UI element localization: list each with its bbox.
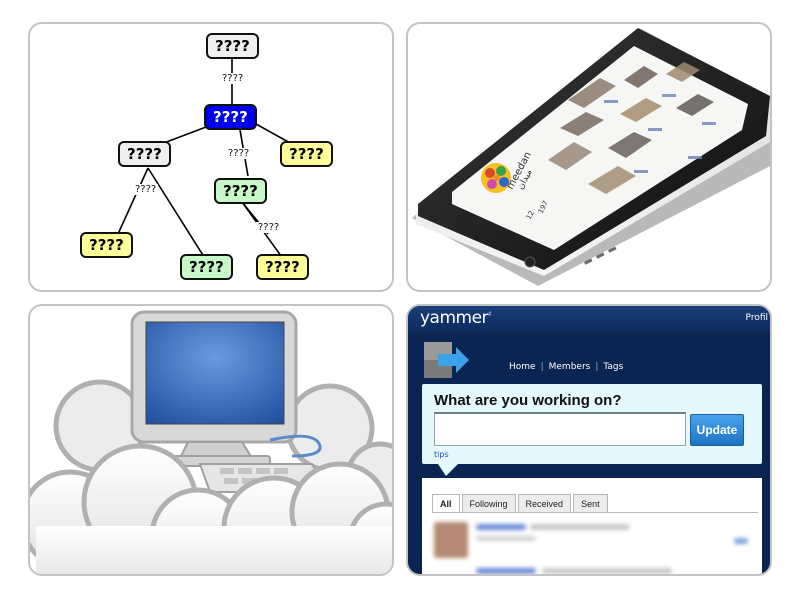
- status-box: What are you working on? Update tips: [422, 384, 762, 464]
- tab-divider: [432, 512, 758, 513]
- tab-sent[interactable]: Sent: [573, 494, 608, 513]
- tree-edges: [117, 54, 293, 261]
- bottom-left-yellow-node: ????: [80, 232, 133, 258]
- home-button-icon: [524, 256, 536, 268]
- yammer-header: yammer♯ Profil: [408, 306, 770, 332]
- edge-blue-yellow: [255, 123, 293, 145]
- left-node: ????: [118, 141, 171, 167]
- tablet-panel: meedan ميدان 12 197: [406, 22, 772, 292]
- arrow-right-icon: [424, 342, 469, 378]
- edge-label-root: ????: [220, 73, 246, 84]
- tablet-stat-1: 12: [525, 209, 536, 221]
- edge-label-green: ????: [256, 222, 282, 233]
- cloud-computer-icon: [30, 310, 392, 574]
- cloud-computer-panel: [28, 304, 394, 576]
- tree-diagram-panel: ???? ???? ???? ???? ???? ???? ???? ???? …: [28, 22, 394, 292]
- nav-home[interactable]: Home: [509, 362, 536, 372]
- monitor-icon: [130, 310, 298, 467]
- tab-following[interactable]: Following: [461, 494, 516, 513]
- edge-label-left: ????: [133, 184, 159, 195]
- blurred-meta: [476, 536, 536, 541]
- yammer-panel: yammer♯ Profil Home|Members|Tags What ar…: [406, 304, 772, 576]
- bottom-green-node: ????: [180, 254, 233, 280]
- feed-tabs: All Following Received Sent: [432, 494, 610, 513]
- blurred-username: [476, 524, 526, 530]
- blue-node: ????: [204, 104, 257, 130]
- profile-link[interactable]: Profil: [745, 313, 768, 323]
- blurred-username-2: [476, 568, 536, 574]
- tips-link[interactable]: tips: [434, 450, 449, 459]
- root-node: ????: [206, 33, 259, 59]
- tablet-device-icon: meedan ميدان 12 197: [412, 28, 770, 286]
- blurred-action: [734, 538, 748, 544]
- nav-members[interactable]: Members: [548, 362, 591, 372]
- tab-received[interactable]: Received: [517, 494, 572, 513]
- tab-all[interactable]: All: [432, 494, 460, 513]
- edge-label-blue: ????: [226, 148, 252, 159]
- yammer-nav: Home|Members|Tags: [504, 362, 628, 372]
- message-feed: All Following Received Sent: [422, 478, 762, 574]
- edge-left-green: [147, 167, 207, 261]
- mouse-cable: [269, 434, 322, 458]
- avatar: [434, 522, 468, 558]
- speech-pointer: [438, 464, 458, 476]
- blurred-message: [530, 524, 630, 530]
- bottom-yellow-node: ????: [256, 254, 309, 280]
- meedan-logo-icon: [481, 163, 511, 193]
- status-input[interactable]: [434, 412, 686, 446]
- update-button[interactable]: Update: [690, 414, 744, 446]
- green-mid-node: ????: [214, 178, 267, 204]
- status-prompt: What are you working on?: [434, 392, 622, 409]
- nav-tags[interactable]: Tags: [603, 362, 624, 372]
- yammer-logo[interactable]: yammer♯: [420, 308, 492, 328]
- right-yellow-node: ????: [280, 141, 333, 167]
- blurred-message-2: [542, 568, 672, 574]
- edge-left-yellow: [117, 167, 149, 235]
